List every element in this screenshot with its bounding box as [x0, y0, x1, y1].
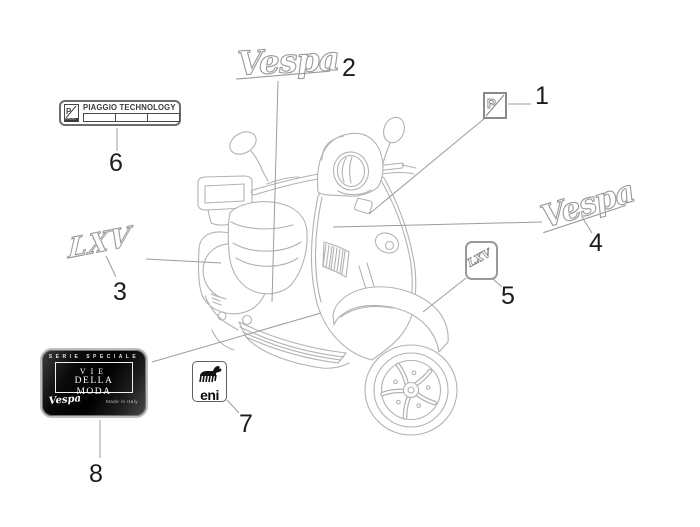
vie-della-moda-box: VIE DELLA MODA [55, 362, 133, 397]
piaggio-tech-cell [84, 114, 115, 121]
piaggio-shield-icon: P [485, 94, 505, 117]
seat-lines [227, 201, 308, 295]
floorboard-lines [238, 321, 350, 369]
vespa-script-side: Vespa [536, 173, 639, 236]
callout-8[interactable]: 8 [89, 460, 103, 488]
eni-dog-icon [198, 366, 221, 383]
left-mirror-lines [229, 131, 269, 182]
piaggio-tech-brand: PIAGGIO [65, 118, 76, 121]
leader-lines [99, 69, 593, 458]
badge-lxv-plate: LXV [464, 241, 498, 280]
eni-wordmark: eni [200, 387, 219, 403]
vespa-script-small-text: Vespa [48, 394, 81, 407]
piaggio-tech-cell [146, 114, 179, 121]
front-fender-lines [332, 286, 449, 353]
piaggio-shield-small-icon: P [65, 105, 77, 119]
headlamp-lines [316, 132, 384, 197]
vespa-script-small-icon: Vespa [48, 394, 81, 407]
vie-della-moda-footer: Vespa Made in Italy [42, 394, 146, 408]
callout-7[interactable]: 7 [239, 410, 253, 438]
della-moda-text: DELLA MODA [74, 376, 114, 397]
vespa-script-top-text: Vespa [236, 39, 340, 83]
callout-3[interactable]: 3 [113, 278, 127, 306]
lxv-plate-icon: LXV [464, 245, 495, 270]
vent-lines [322, 241, 350, 278]
callout-1[interactable]: 1 [535, 82, 549, 110]
piaggio-tech-letter: P [66, 107, 72, 116]
lxv-script: LXV [66, 220, 134, 266]
badge-vie-della-moda: SERIE SPECIALE VIE DELLA MODA Vespa Made… [40, 348, 148, 418]
piaggio-tech-logo: P PIAGGIO [64, 104, 79, 122]
callout-5[interactable]: 5 [501, 282, 515, 310]
vie-text: VIE [79, 367, 109, 376]
callout-6[interactable]: 6 [109, 149, 123, 177]
serie-speciale-text: SERIE SPECIALE [48, 354, 140, 360]
made-in-italy-text: Made in Italy [105, 399, 138, 404]
scooter-illustration [197, 116, 458, 436]
piaggio-tech-title: PIAGGIO TECHNOLOGY [83, 103, 176, 112]
lxv-plate-text: LXV [467, 246, 495, 270]
badge-eni: eni [192, 361, 227, 402]
badge-piaggio-technology: P PIAGGIO PIAGGIO TECHNOLOGY [59, 100, 181, 126]
piaggio-tech-brand-strip: PIAGGIO [65, 118, 78, 122]
ignition-lines [374, 232, 400, 254]
vespa-script-top: Vespa [236, 38, 341, 83]
glovebox-lines [354, 197, 373, 214]
piaggio-letter: P [487, 96, 496, 111]
piaggio-tech-cell [114, 114, 147, 121]
piaggio-tech-cells [83, 113, 180, 122]
lxv-script-text: LXV [67, 220, 134, 265]
piaggio-tech-right: PIAGGIO TECHNOLOGY [83, 104, 180, 122]
badge-piaggio-logo: P [483, 92, 507, 119]
front-wheel-lines [364, 344, 458, 436]
callout-4[interactable]: 4 [589, 229, 603, 257]
callout-2[interactable]: 2 [342, 54, 356, 82]
